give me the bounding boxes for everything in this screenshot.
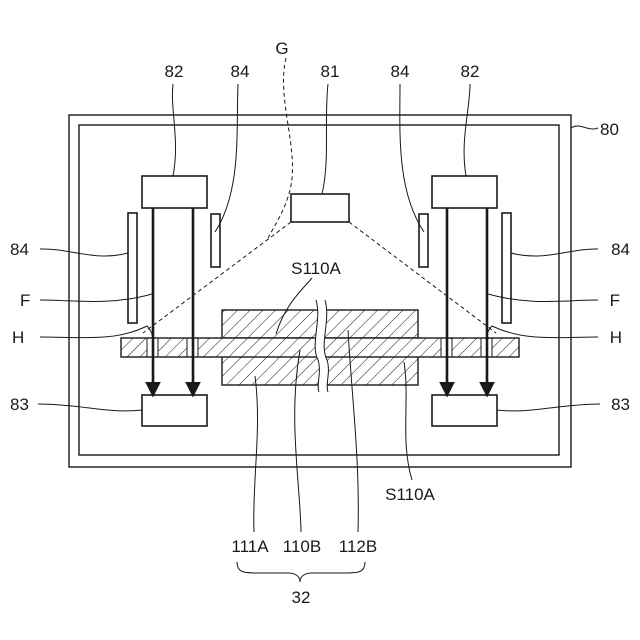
label-83-left: 83 xyxy=(10,395,29,414)
label-112b: 112B xyxy=(339,537,377,556)
leader-83-right xyxy=(497,404,600,411)
label-h-right: H xyxy=(610,328,622,347)
leader-111a xyxy=(254,376,258,532)
label-84-top-left: 84 xyxy=(231,62,250,81)
guide-plate-84-inner-left xyxy=(211,214,220,267)
leader-g xyxy=(268,58,292,238)
brace-32 xyxy=(237,562,365,582)
camera-81 xyxy=(291,194,349,222)
label-s110a-top: S110A xyxy=(291,259,341,278)
label-32: 32 xyxy=(292,588,311,607)
label-110b: 110B xyxy=(283,537,321,556)
label-84-top-right: 84 xyxy=(391,62,410,81)
leader-83-left xyxy=(38,404,142,411)
guide-plate-84-outer-right xyxy=(502,213,511,323)
light-receiver-83-right xyxy=(432,395,497,426)
label-80: 80 xyxy=(600,120,619,139)
label-82-left: 82 xyxy=(165,62,184,81)
light-receiver-83-left xyxy=(142,395,207,426)
leader-81 xyxy=(322,84,328,194)
label-84-left: 84 xyxy=(10,240,29,259)
leader-84-left xyxy=(40,249,128,256)
light-source-82-right xyxy=(432,176,497,208)
guide-plate-84-outer-left xyxy=(128,213,137,323)
guide-plate-84-inner-right xyxy=(419,214,428,267)
leader-84-right xyxy=(511,249,598,256)
label-83-right: 83 xyxy=(611,395,630,414)
leader-82-left xyxy=(172,84,175,176)
label-81: 81 xyxy=(321,62,340,81)
label-g: G xyxy=(275,39,288,58)
leader-82-right xyxy=(464,84,470,176)
label-f-left: F xyxy=(20,291,30,310)
label-h-left: H xyxy=(12,328,24,347)
label-111a: 111A xyxy=(231,537,269,556)
label-82-right: 82 xyxy=(461,62,480,81)
leader-84-top-right xyxy=(400,84,424,232)
label-84-right: 84 xyxy=(611,240,630,259)
leader-80 xyxy=(571,126,598,129)
light-source-82-left xyxy=(142,176,207,208)
leader-84-top-left xyxy=(215,84,238,232)
label-s110a-bottom: S110A xyxy=(385,485,435,504)
label-f-right: F xyxy=(610,291,620,310)
